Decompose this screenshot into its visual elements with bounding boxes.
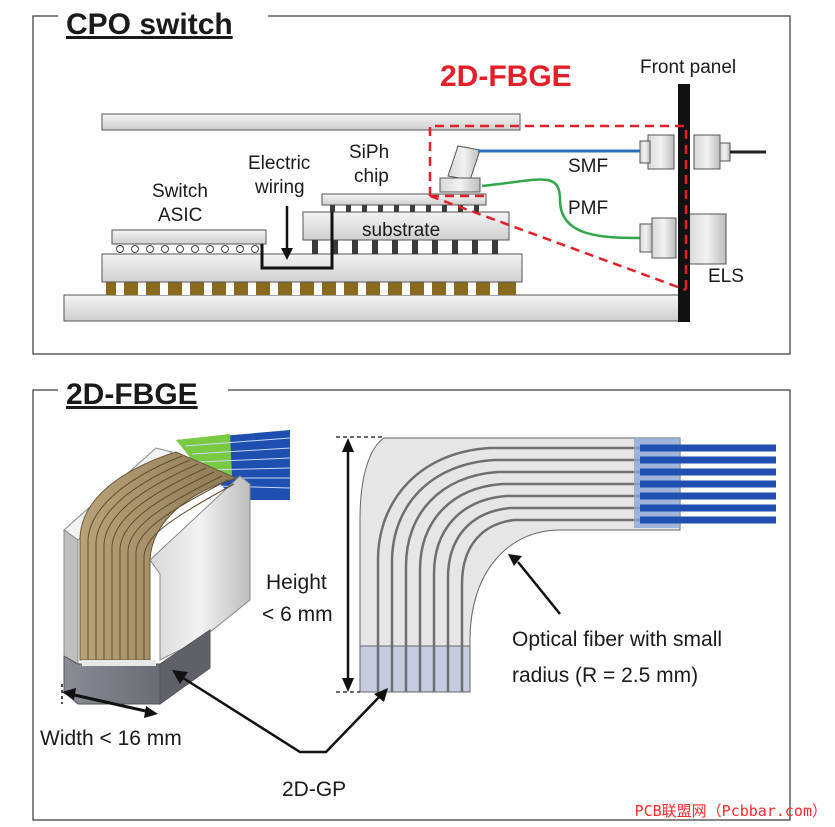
substrate-label: substrate xyxy=(362,220,440,241)
bottom-panel-title: 2D-FBGE xyxy=(66,378,198,411)
solder-pads xyxy=(106,281,516,295)
height-label-line1: Height xyxy=(266,571,327,594)
electric-wiring-trace xyxy=(260,212,334,270)
fiber-label-line1: Optical fiber with small xyxy=(512,628,722,651)
substrate-block xyxy=(302,211,510,241)
cpo-switch-panel: CPO switch 2D-FBGE xyxy=(32,2,791,355)
siph-bumps xyxy=(330,205,479,212)
substrate-bumps xyxy=(312,240,498,254)
fbge-highlight-label: 2D-FBGE xyxy=(440,60,572,93)
top-title-mask xyxy=(58,2,268,42)
bottom-panel-frame xyxy=(32,389,791,821)
fiber-connector-base xyxy=(439,177,481,193)
width-arrow xyxy=(69,692,151,714)
smf-label: SMF xyxy=(568,156,608,177)
height-label-line2: < 6 mm xyxy=(262,603,333,626)
siph-label-line2: chip xyxy=(354,166,389,187)
bottom-title-mask xyxy=(58,372,228,412)
fbge-cross-section xyxy=(359,437,776,693)
siph-label-line1: SiPh xyxy=(349,142,389,163)
fiber-label-line2: radius (R = 2.5 mm) xyxy=(512,664,698,687)
asic-bumps xyxy=(116,245,259,253)
top-lid xyxy=(101,113,521,131)
pmf-fiber xyxy=(481,178,641,240)
top-panel-frame xyxy=(32,15,791,355)
gp-band-2d xyxy=(359,645,471,693)
top-panel-title: CPO switch xyxy=(66,8,233,41)
els-laser-source xyxy=(639,213,727,265)
switch-asic-chip xyxy=(111,229,267,245)
base-board xyxy=(63,294,687,322)
fbge-detail-panel: 2D-FBGE xyxy=(32,372,791,821)
fbge-3d-block xyxy=(63,430,291,705)
electric-label-line1: Electric xyxy=(248,153,310,174)
width-label: Width < 16 mm xyxy=(40,727,182,750)
gp-leader-line xyxy=(179,674,383,754)
gp-label: 2D-GP xyxy=(282,778,346,801)
fbge-highlight-region xyxy=(428,124,688,292)
electric-label-line2: wiring xyxy=(254,177,305,198)
els-label: ELS xyxy=(708,266,744,287)
fiber-leader-line xyxy=(517,561,561,615)
main-pcb xyxy=(101,253,523,283)
switch-label-line1: Switch xyxy=(152,181,208,202)
fiber-connector-block xyxy=(447,145,481,181)
front-panel-label: Front panel xyxy=(640,57,736,78)
switch-label-line2: ASIC xyxy=(158,205,202,226)
front-panel-bar xyxy=(678,84,690,322)
siph-chip xyxy=(321,193,487,206)
pmf-label: PMF xyxy=(568,198,608,219)
watermark-text: PCB联盟网（Pcbbar.com） xyxy=(634,802,827,820)
smf-connector xyxy=(639,134,766,170)
